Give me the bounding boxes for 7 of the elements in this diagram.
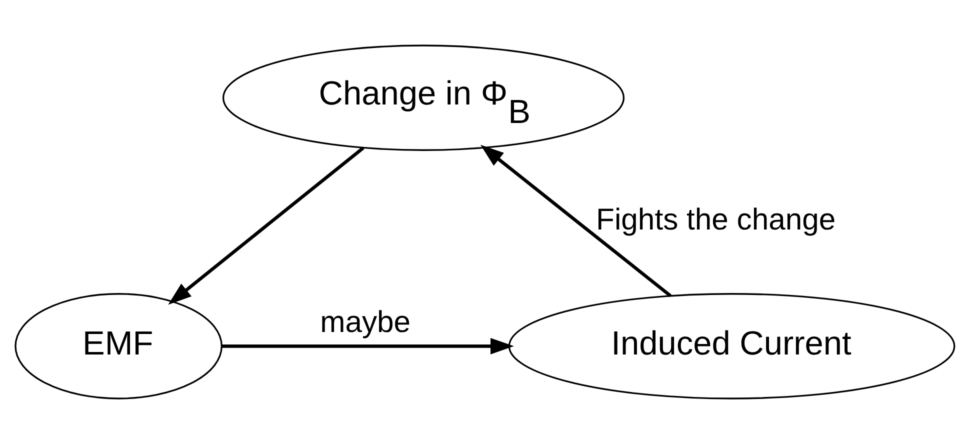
node-ellipse: Induced Current (508, 293, 956, 400)
arrow (168, 146, 364, 305)
arrow (222, 338, 514, 354)
node-ellipse: EMF (14, 293, 223, 400)
edge-label: Fights the change (596, 203, 836, 236)
edge-label: maybe (320, 306, 411, 339)
arrow (480, 144, 672, 298)
